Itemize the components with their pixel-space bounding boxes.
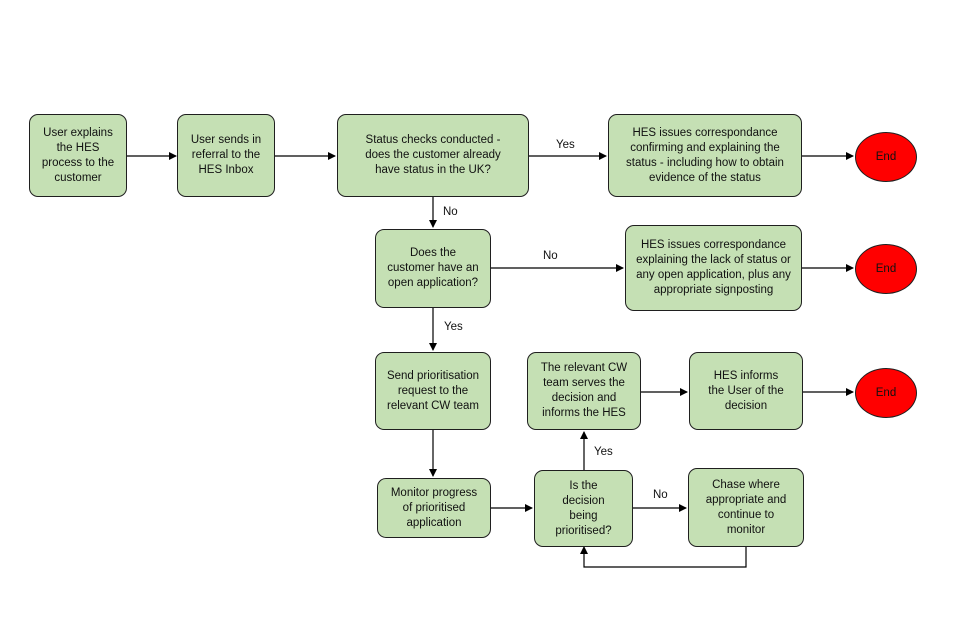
label-no-prioritised: No [653,489,668,501]
node-open-application: Does the customer have an open applicati… [375,229,491,308]
label-no-open-application: No [543,250,558,262]
node-send-prioritisation: Send prioritisation request to the relev… [375,352,491,430]
node-user-explains: User explains the HES process to the cus… [29,114,127,197]
end-terminal-3: End [855,368,917,418]
node-cw-serves-decision: The relevant CW team serves the decision… [527,352,641,430]
node-user-sends-referral: User sends in referral to the HES Inbox [177,114,275,197]
node-is-decision-prioritised: Is the decision being prioritised? [534,470,633,547]
node-hes-confirms-status: HES issues correspondance confirming and… [608,114,802,197]
label-no-status: No [443,206,458,218]
node-hes-informs-user: HES informs the User of the decision [689,352,803,430]
end-terminal-1: End [855,132,917,182]
label-yes-open-application: Yes [444,321,463,333]
node-status-checks: Status checks conducted - does the custo… [337,114,529,197]
label-yes-has-status: Yes [556,139,575,151]
node-monitor-progress: Monitor progress of prioritised applicat… [377,478,491,538]
end-terminal-2: End [855,244,917,294]
node-chase-and-monitor: Chase where appropriate and continue to … [688,468,804,547]
label-yes-prioritised: Yes [594,446,613,458]
arrow-chase-loop-back [580,546,747,568]
node-hes-lack-of-status: HES issues correspondance explaining the… [625,225,802,311]
